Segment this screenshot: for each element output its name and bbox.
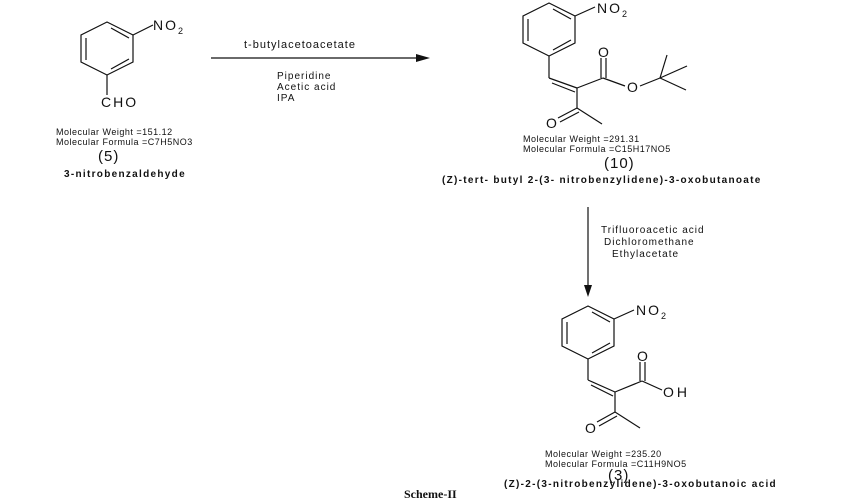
reaction-1-condition: Piperidine — [277, 71, 332, 82]
compound-3-molecular-formula: Molecular Formula =C11H9NO5 — [545, 459, 687, 469]
compound-10-ketone-oxygen: O — [546, 115, 557, 131]
compound-10-ester-oxygen: O — [627, 79, 638, 95]
compound-3-ketone-oxygen: O — [585, 420, 596, 436]
nitro-text: NO — [597, 0, 622, 16]
scheme-caption: Scheme-II — [404, 487, 457, 501]
compound-10-molecular-weight: Molecular Weight =291.31 — [523, 134, 640, 144]
compound-10-name: (Z)-tert- butyl 2-(3- nitrobenzylidene)-… — [442, 175, 762, 186]
compound-10-molecular-formula: Molecular Formula =C15H17NO5 — [523, 144, 671, 154]
reaction-2-condition: Ethylacetate — [612, 249, 680, 260]
nitro-subscript: 2 — [178, 25, 186, 36]
compound-5-nitro-label: NO2 — [153, 17, 185, 36]
arrowhead-1 — [416, 54, 430, 62]
compound-10-carbonyl-oxygen: O — [598, 44, 609, 60]
compound-5-molecular-weight: Molecular Weight =151.12 — [56, 127, 173, 137]
reaction-1-reagent: t-butylacetoacetate — [244, 39, 356, 51]
compound-3-carbonyl-oxygen: O — [637, 348, 648, 364]
compound-3-nitro-label: NO2 — [636, 302, 668, 321]
compound-10-structure — [522, 2, 688, 125]
compound-3-name: (Z)-2-(3-nitrobenzylidene)-3-oxobutanoic… — [504, 479, 777, 490]
reaction-1-condition: IPA — [277, 93, 296, 104]
compound-5-name: 3-nitrobenzaldehyde — [64, 169, 186, 180]
compound-3-hydroxyl: OH — [663, 384, 690, 400]
reaction-2-condition: Trifluoroacetic acid — [601, 225, 705, 236]
nitro-subscript: 2 — [622, 8, 630, 19]
nitro-text: NO — [153, 17, 178, 33]
compound-5-structure — [80, 21, 154, 95]
compound-5-aldehyde-label: CHO — [101, 94, 139, 110]
compound-10-number: (10) — [604, 155, 635, 172]
compound-3-molecular-weight: Molecular Weight =235.20 — [545, 449, 662, 459]
nitro-text: NO — [636, 302, 661, 318]
compound-3-number: (3) — [608, 467, 630, 484]
arrowhead-2 — [584, 285, 592, 297]
compound-10-nitro-label: NO2 — [597, 0, 629, 19]
compound-3-structure — [561, 305, 663, 429]
reaction-2-condition: Dichloromethane — [604, 237, 695, 248]
nitro-subscript: 2 — [661, 310, 669, 321]
compound-5-molecular-formula: Molecular Formula =C7H5NO3 — [56, 137, 193, 147]
compound-5-number: (5) — [98, 148, 120, 165]
reaction-1-condition: Acetic acid — [277, 82, 337, 93]
